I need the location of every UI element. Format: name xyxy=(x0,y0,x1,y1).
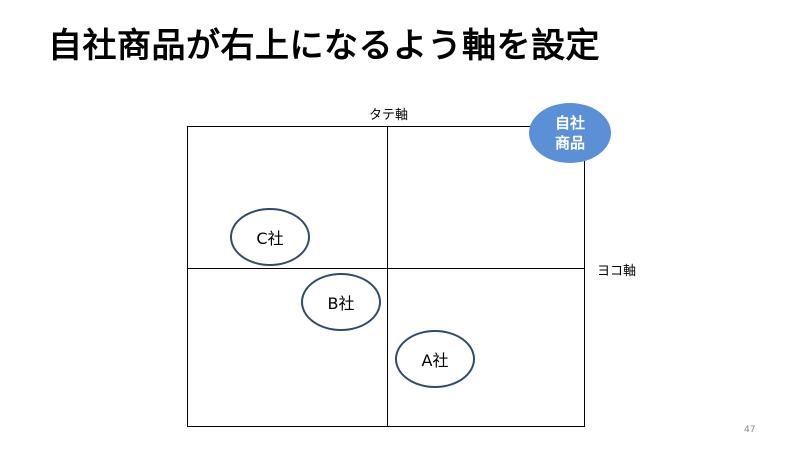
competitor-a-ellipse: A社 xyxy=(395,330,475,388)
competitor-b-ellipse: B社 xyxy=(301,273,381,331)
horizontal-axis-line xyxy=(187,268,585,269)
competitor-b-label: B社 xyxy=(327,294,355,313)
own-product-label-line2: 商品 xyxy=(554,134,585,152)
slide-title: 自社商品が右上になるよう軸を設定 xyxy=(48,26,600,66)
own-product-ellipse: 自社 商品 xyxy=(529,103,611,163)
horizontal-axis-label: ヨコ軸 xyxy=(597,264,637,279)
competitor-c-ellipse: C社 xyxy=(230,208,310,266)
own-product-label-line1: 自社 xyxy=(554,114,585,132)
competitor-c-label: C社 xyxy=(256,229,284,248)
positioning-matrix xyxy=(187,126,585,427)
vertical-axis-label: タテ軸 xyxy=(369,108,409,123)
page-number: 47 xyxy=(744,425,756,435)
vertical-axis-line xyxy=(387,126,388,427)
competitor-a-label: A社 xyxy=(421,351,449,370)
